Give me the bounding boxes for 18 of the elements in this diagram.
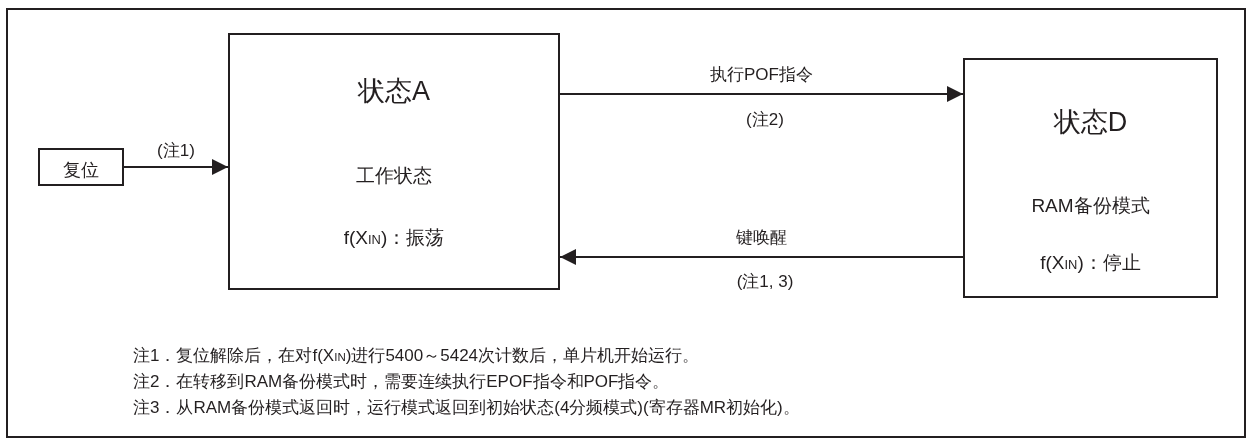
arrow bbox=[559, 86, 964, 102]
edge-label: (注1) bbox=[157, 140, 195, 162]
note-text: 注2．在转移到RAM备份模式时，需要连续执行EPOF指令和POF指令。 bbox=[133, 371, 670, 393]
state-text: RAM备份模式 bbox=[1030, 194, 1151, 218]
state-title: 状态D bbox=[1052, 106, 1129, 139]
edge-note: (注2) bbox=[746, 109, 784, 131]
state-box bbox=[963, 58, 1218, 298]
edge-label: 键唤醒 bbox=[736, 227, 787, 249]
arrow bbox=[123, 159, 229, 175]
state-text: 工作状态 bbox=[355, 164, 433, 188]
state-title: 复位 bbox=[62, 159, 100, 182]
edge-label: 执行POF指令 bbox=[710, 64, 813, 86]
state-box bbox=[228, 33, 560, 290]
note-text: 注3．从RAM备份模式返回时，运行模式返回到初始状态(4分频模式)(寄存器MR初始化)。 bbox=[133, 397, 800, 419]
arrow bbox=[559, 249, 964, 265]
state-title: 状态A bbox=[356, 75, 431, 108]
state-box bbox=[38, 148, 124, 186]
edge-note: (注1, 3) bbox=[736, 271, 794, 293]
